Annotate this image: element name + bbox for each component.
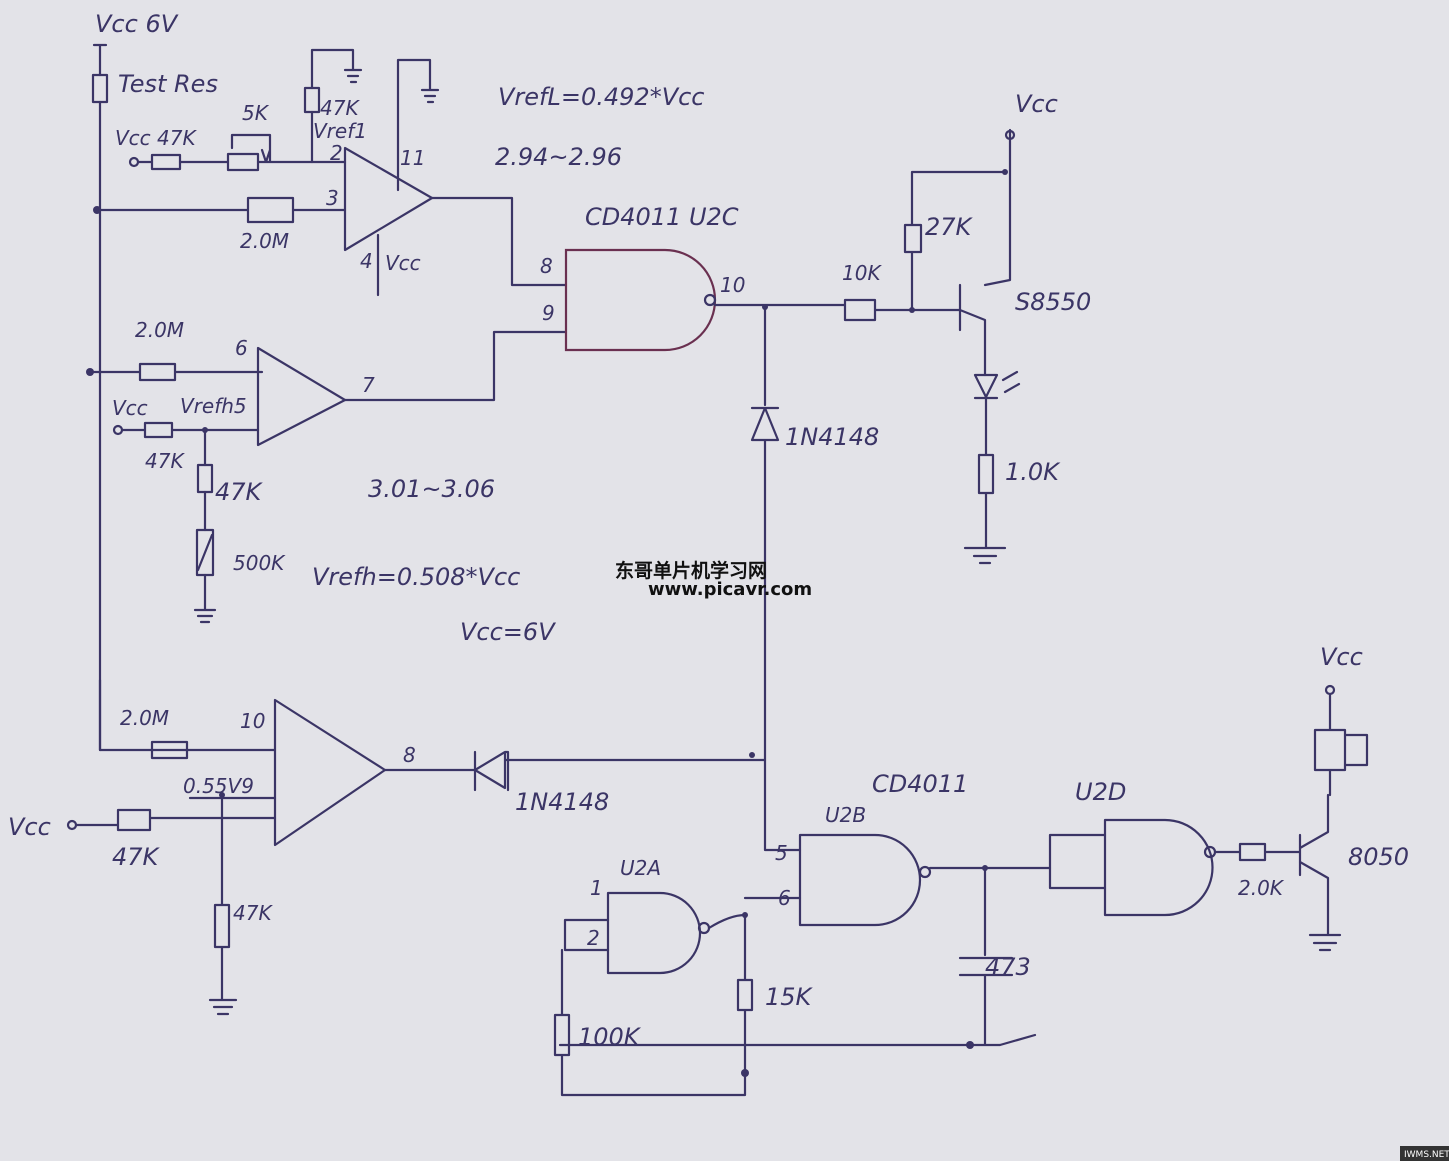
label-2k: 2.0K — [1238, 876, 1285, 900]
label-range-high: 3.01~3.06 — [368, 475, 495, 503]
label-47k-e: 47K — [233, 901, 273, 925]
label-s8550: S8550 — [1015, 288, 1091, 316]
label-055v: 0.55V9 — [183, 774, 254, 798]
label-5k: 5K — [242, 101, 270, 125]
label-47k-b: 47K — [145, 449, 185, 473]
label-pin4: 4 — [360, 249, 373, 273]
label-1n4148-b: 1N4148 — [515, 788, 609, 816]
label-pin8: 8 — [540, 254, 553, 278]
label-47k-c: 47K — [215, 478, 264, 506]
wires — [66, 43, 1369, 1097]
watermark-url: www.picavr.com — [648, 579, 812, 600]
label-500k: 500K — [233, 551, 286, 575]
watermark-cn: 东哥单片机学习网 — [615, 559, 767, 582]
label-pin9: 9 — [542, 301, 555, 325]
label-u2b: U2B — [825, 803, 866, 827]
label-test-res: Test Res — [118, 70, 218, 98]
label-vcc6v: Vcc 6V — [95, 10, 179, 38]
label-1n4148-a: 1N4148 — [785, 423, 879, 451]
label-47k-d: 47K — [112, 843, 161, 871]
label-cd4011-b: CD4011 — [872, 770, 968, 798]
label-1k: 1.0K — [1005, 458, 1061, 486]
label-pin3: 3 — [326, 186, 339, 210]
label-u2d: U2D — [1075, 778, 1126, 806]
label-u2a: U2A — [620, 856, 661, 880]
label-vcc-c: Vcc — [8, 813, 51, 841]
label-pin6: 6 — [235, 336, 248, 360]
corner-mark: IWMS.NET — [1404, 1150, 1449, 1160]
test-resistor — [91, 73, 109, 104]
label-27k: 27K — [925, 213, 974, 241]
label-vcc-right: Vcc — [1015, 90, 1058, 118]
label-vcc-eq: Vcc=6V — [460, 618, 556, 646]
label-8050: 8050 — [1348, 843, 1409, 871]
corner-badge — [1400, 1146, 1449, 1161]
label-pin7: 7 — [362, 373, 375, 397]
label-vcc-pin4: Vcc — [385, 251, 421, 275]
label-vrefh5: Vrefh5 — [180, 394, 247, 418]
label-10k: 10K — [842, 261, 882, 285]
label-vrefl: VrefL=0.492*Vcc — [498, 83, 705, 111]
label-15k: 15K — [765, 983, 814, 1011]
label-vref1: Vref1 — [313, 119, 367, 143]
label-range-low: 2.94~2.96 — [495, 143, 622, 171]
label-vcc47k: Vcc 47K — [115, 126, 197, 150]
label-pin8c: 8 — [403, 743, 416, 767]
label-vcc-b: Vcc — [112, 396, 148, 420]
label-pin6b: 6 — [778, 886, 791, 910]
label-pin2: 2 — [330, 141, 343, 165]
watermark: 东哥单片机学习网 www.picavr.com — [615, 559, 812, 600]
label-pin2b: 2 — [587, 926, 600, 950]
labels: Vcc 6V Test Res Vcc 47K 5K 47K Vref1 2 3… — [8, 10, 1409, 1051]
label-473: 473 — [985, 953, 1031, 981]
label-pin10c: 10 — [240, 709, 265, 733]
label-2m-b: 2.0M — [135, 318, 184, 342]
label-2m-c: 2.0M — [120, 706, 169, 730]
label-pin5: 5 — [775, 841, 788, 865]
label-vrefh: Vrefh=0.508*Vcc — [312, 563, 520, 591]
label-pin1: 1 — [590, 876, 603, 900]
label-pin11: 11 — [400, 146, 425, 170]
label-100k: 100K — [578, 1023, 642, 1051]
label-2m-a: 2.0M — [240, 229, 289, 253]
label-cd4011-u2c: CD4011 U2C — [585, 203, 739, 231]
label-vcc-buzzer: Vcc — [1320, 643, 1363, 671]
label-47k-a: 47K — [320, 96, 360, 120]
label-pin10: 10 — [720, 273, 745, 297]
